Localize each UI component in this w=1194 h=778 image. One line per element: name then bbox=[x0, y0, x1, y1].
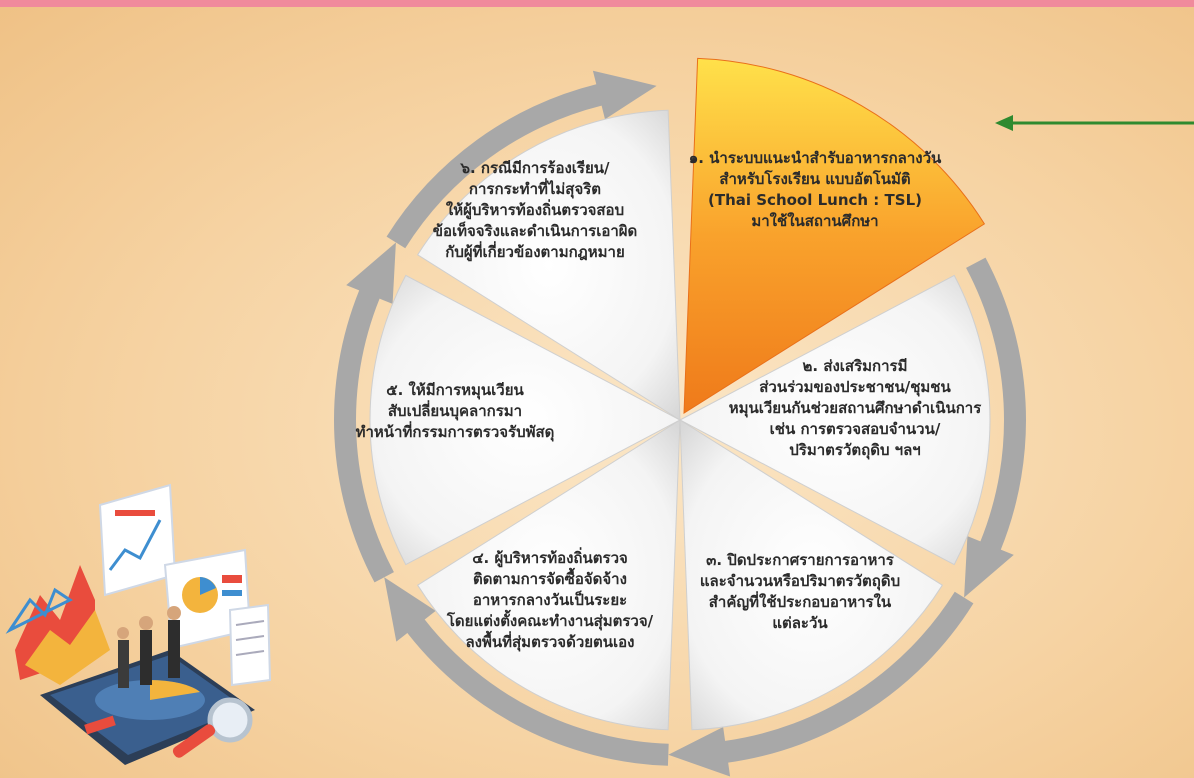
segment-6-text: ๖. กรณีมีการร้องเรียน/ การกระทำที่ไม่สุจ… bbox=[432, 159, 638, 261]
cycle-arrow-1 bbox=[964, 257, 1026, 598]
cycle-arrows bbox=[334, 70, 1026, 777]
cycle-arrow-3 bbox=[384, 577, 669, 766]
cycle-arrow-4 bbox=[334, 242, 396, 583]
top-accent-bar bbox=[0, 0, 1194, 7]
table-panel-icon bbox=[228, 603, 272, 687]
cycle-arrow-5 bbox=[386, 70, 657, 249]
segment-3-text: ๓. ปิดประกาศรายการอาหาร และจำนวนหรือปริม… bbox=[699, 551, 901, 632]
segment-1 bbox=[683, 57, 986, 415]
segment-2-text: ๒. ส่งเสริมการมี ส่วนร่วมของประชาชน/ชุมช… bbox=[728, 357, 982, 459]
business-analytics-illustration bbox=[5, 483, 272, 765]
segment-4 bbox=[416, 419, 681, 731]
tablet-icon bbox=[40, 650, 255, 765]
segment-2 bbox=[678, 274, 991, 566]
cycle-arrow-2 bbox=[668, 591, 974, 777]
segment-5-text: ๕. ให้มีการหมุนเวียน สับเปลี่ยนบุคลากรมา… bbox=[355, 381, 555, 441]
segment-4-text: ๔. ผู้บริหารท้องถิ่นตรวจ ติดตามการจัดซื้… bbox=[446, 549, 654, 651]
segment-6 bbox=[416, 109, 681, 421]
segment-5 bbox=[369, 274, 682, 566]
pointer-arrow bbox=[995, 115, 1194, 131]
segment-1-text: ๑. นำระบบแนะนำสำรับอาหารกลางวัน สำหรับโร… bbox=[688, 149, 942, 230]
business-people-icon bbox=[117, 606, 181, 688]
chart-panel-icon bbox=[98, 483, 177, 597]
magnifier-icon bbox=[172, 697, 253, 758]
area-chart-icon bbox=[5, 565, 110, 685]
segment-3 bbox=[679, 419, 944, 731]
